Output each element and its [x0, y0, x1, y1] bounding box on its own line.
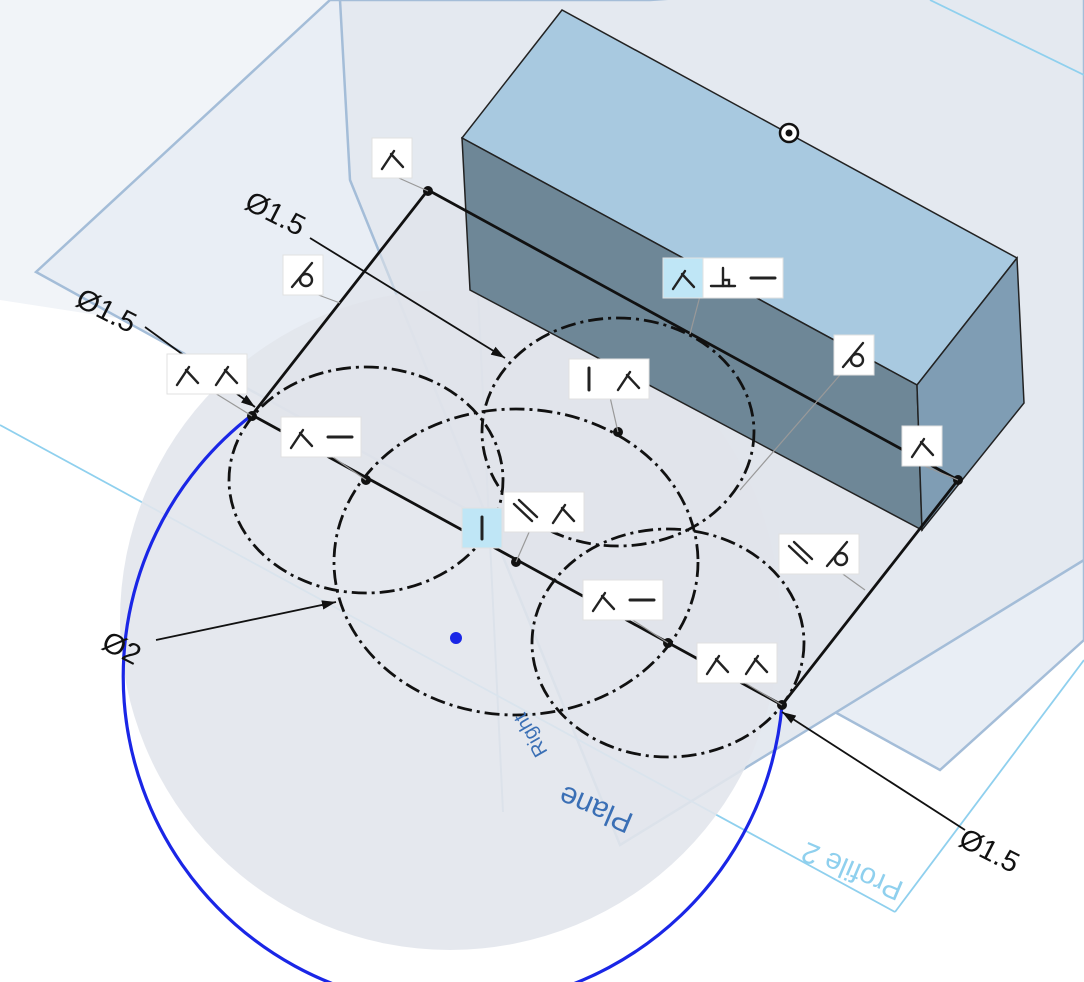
constraint-tangent-right[interactable] — [833, 334, 875, 376]
constraint-pair-circle1-center[interactable] — [280, 416, 362, 458]
constraint-pair-circle2-center[interactable] — [568, 358, 650, 400]
box-side-face[interactable] — [916, 255, 1025, 533]
constraint-pair-bottom-corner[interactable] — [696, 642, 778, 684]
construction-circles[interactable] — [227, 316, 806, 759]
constraint-coincident-right-corner[interactable] — [901, 425, 943, 467]
sketch-rectangle[interactable] — [250, 188, 960, 707]
constraint-pair-circle4-center[interactable] — [582, 579, 664, 621]
constraint-tangent-left[interactable] — [282, 254, 324, 296]
selected-circle-d2[interactable] — [121, 413, 784, 982]
constraint-triple-top-edge[interactable] — [662, 257, 784, 299]
profile-label: Profile 2 — [797, 835, 907, 906]
construction-circle-3[interactable] — [332, 407, 700, 717]
constraint-coincident-top[interactable] — [371, 137, 413, 179]
constraint-leaders — [209, 174, 959, 706]
dimension-4-label[interactable]: Ø1.5 — [954, 823, 1025, 880]
constraint-pair-parallel-tangent[interactable] — [778, 533, 860, 575]
constraint-triple-center[interactable] — [461, 491, 585, 549]
constraint-pair-left-corner[interactable] — [166, 353, 248, 395]
circle-center-point[interactable] — [450, 632, 462, 644]
construction-circle-1[interactable] — [227, 365, 505, 595]
sketch-rectangle-face — [252, 190, 958, 705]
construction-circle-2[interactable] — [480, 316, 756, 548]
box-origin-icon[interactable] — [778, 122, 800, 144]
construction-circle-4[interactable] — [530, 527, 806, 759]
